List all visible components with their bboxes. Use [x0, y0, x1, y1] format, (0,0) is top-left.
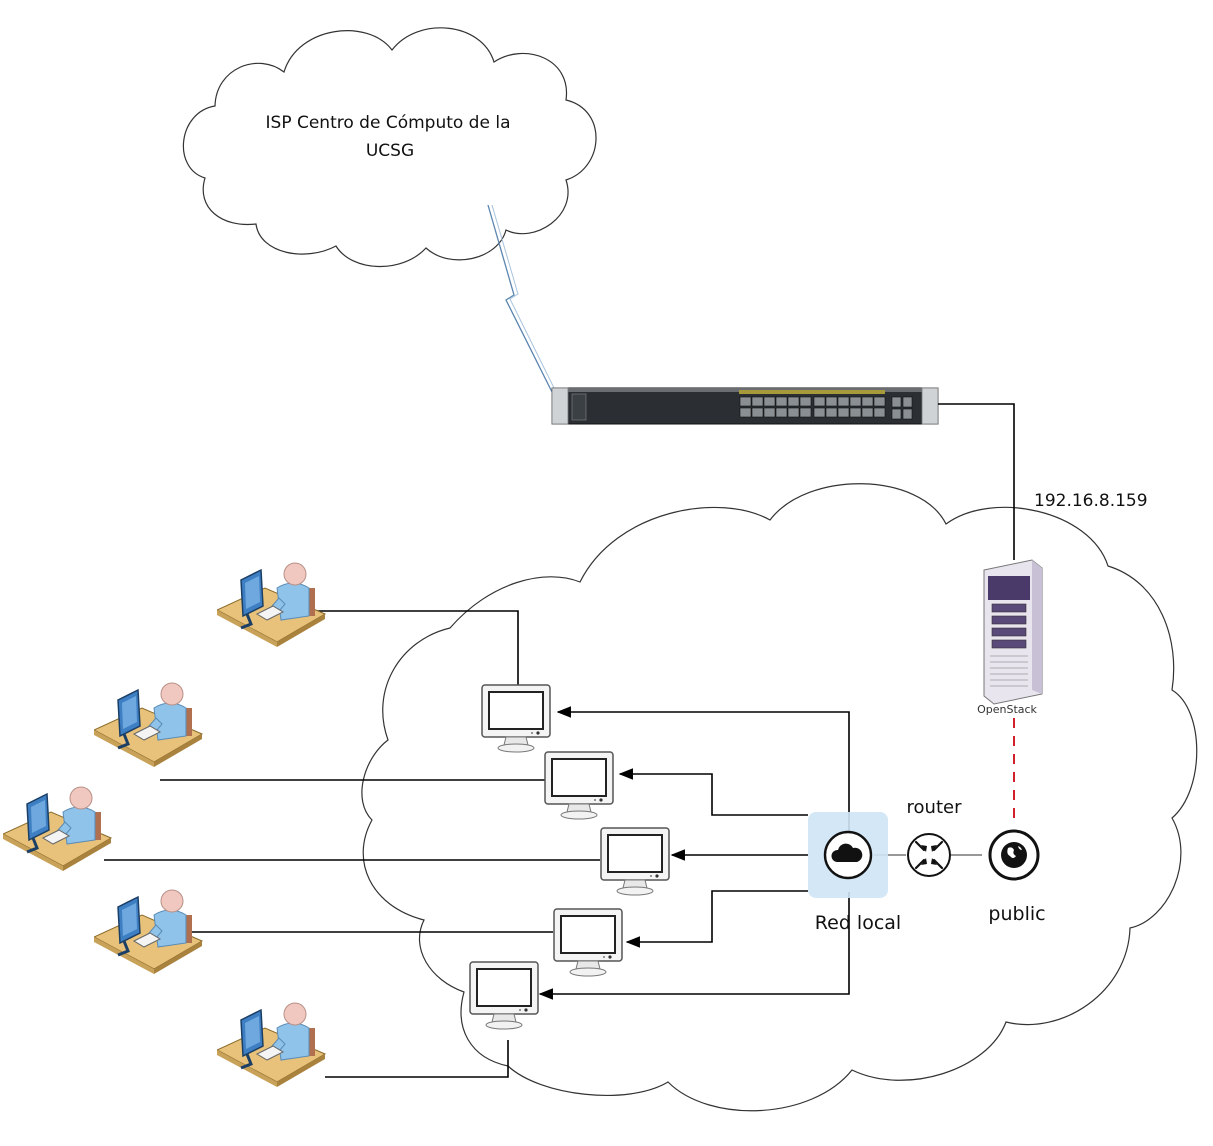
public-network-label: public — [988, 903, 1045, 925]
user-workstation-icon — [217, 1001, 327, 1088]
server-tower-icon — [983, 559, 1043, 705]
isp-cloud-subtitle: UCSG — [366, 141, 414, 161]
user-workstation-icon — [94, 681, 204, 768]
ip-address-label: 192.16.8.159 — [1034, 491, 1148, 511]
user-workstation-icon — [94, 888, 204, 975]
router-icon — [907, 833, 951, 877]
local-network-label: Red local — [815, 912, 901, 934]
wan-link — [487, 204, 557, 393]
server-label: OpenStack — [977, 703, 1037, 716]
user-workstation-icon — [3, 785, 113, 872]
isp-cloud-title: ISP Centro de Cómputo de la — [266, 113, 511, 133]
terminal-monitor-icon — [600, 827, 670, 896]
terminal-monitor-icon — [481, 684, 551, 753]
terminal-monitor-icon — [553, 908, 623, 977]
workstation-links — [104, 610, 600, 1078]
user-workstation-icon — [217, 561, 327, 648]
cloud-network-icon — [808, 812, 888, 898]
terminal-monitor-icon — [469, 961, 539, 1030]
switch-server-link — [938, 403, 1015, 560]
isp-cloud: ISP Centro de Cómputo de la UCSG — [182, 27, 597, 268]
network-switch-icon — [551, 387, 939, 425]
local-links — [538, 706, 850, 1000]
terminal-monitor-icon — [544, 751, 614, 820]
local-network-cloud — [361, 483, 1198, 1112]
router-label: router — [907, 797, 963, 818]
globe-icon — [982, 823, 1046, 887]
